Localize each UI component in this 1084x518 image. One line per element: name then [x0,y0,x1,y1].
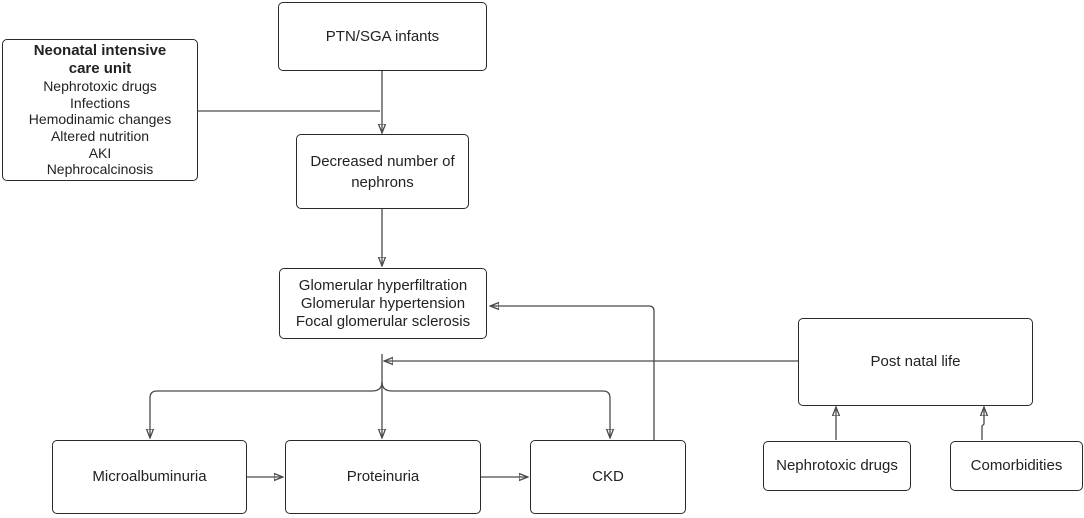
edge-stem-to-ckd [381,381,610,438]
comorbidities-label: Comorbidities [970,457,1063,474]
nicu-node: Neonatal intensive care unit Nephrotoxic… [2,39,198,181]
microalbuminuria-node: Microalbuminuria [52,440,247,514]
post-natal-node: Post natal life [798,318,1033,406]
glomerular-node: Glomerular hyperfiltration Glomerular hy… [279,268,487,339]
edge-stem-to-microalbuminuria [150,381,383,438]
ptn-sga-label: PTN/SGA infants [325,27,440,45]
glomerular-line: Glomerular hyperfiltration [298,276,468,294]
proteinuria-node: Proteinuria [285,440,481,514]
nephrotoxic-drugs-node: Nephrotoxic drugs [763,441,911,491]
microalbuminuria-label: Microalbuminuria [92,468,207,485]
comorbidities-node: Comorbidities [950,441,1083,491]
nicu-item: Nephrocalcinosis [46,161,154,178]
edge-ckd-to-glomerular [490,306,655,440]
nephrons-node: Decreased number of nephrons [296,134,469,209]
proteinuria-label: Proteinuria [346,468,420,485]
post-natal-label: Post natal life [870,353,961,370]
nephrons-label: Decreased number of nephrons [310,152,455,191]
nicu-item: Infections [70,94,130,111]
glomerular-line: Focal glomerular sclerosis [295,312,471,330]
nicu-title: Neonatal intensive care unit [33,42,167,78]
nephrotoxic-drugs-label: Nephrotoxic drugs [776,457,898,474]
nicu-item: Nephrotoxic drugs [43,78,157,95]
nicu-item: Hemodinamic changes [28,111,172,128]
ckd-label: CKD [592,468,624,485]
glomerular-line: Glomerular hypertension [300,294,466,312]
ckd-node: CKD [530,440,686,514]
nicu-item: Altered nutrition [50,128,150,144]
nicu-item: AKI [88,144,112,161]
edge-comorbidities-to-postnatal [982,407,984,440]
ptn-sga-node: PTN/SGA infants [278,2,487,71]
